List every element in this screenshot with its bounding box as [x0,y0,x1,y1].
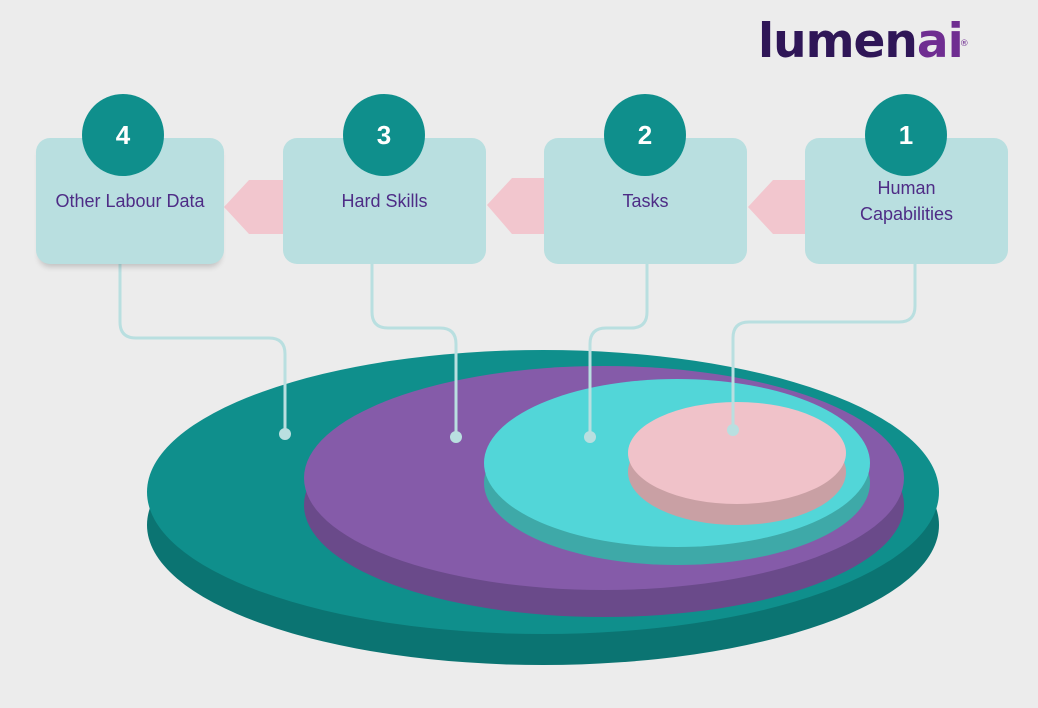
step-1-badge: 1 [865,94,947,176]
connector-2-dot [584,431,596,443]
registered-mark: ® [959,39,969,49]
step-2-badge: 2 [604,94,686,176]
step-3-label: Hard Skills [341,191,428,211]
connector-2 [588,264,649,437]
layer-1-disc [628,402,846,525]
connector-4 [118,264,287,434]
connector-3-dot [450,431,462,443]
connector-1-dot [727,424,739,436]
step-4-label: Other Labour Data [55,191,205,211]
connector-4-dot [279,428,291,440]
logo-text-accent: ai [916,14,964,69]
lumenai-logo: lumenai® [758,14,969,70]
connector-3 [370,264,458,437]
step-3-badge: 3 [343,94,425,176]
step-1-label: Human Capabilities [859,178,954,224]
step-2-label: Tasks [622,191,669,211]
connector-1 [731,264,917,430]
arrow-2-to-3 [487,178,544,234]
step-4-badge: 4 [82,94,164,176]
arrow-3-to-4 [224,180,283,234]
logo-text-main: lumen [758,14,918,69]
arrow-1-to-2 [748,180,805,234]
layer-1-top [628,402,846,504]
